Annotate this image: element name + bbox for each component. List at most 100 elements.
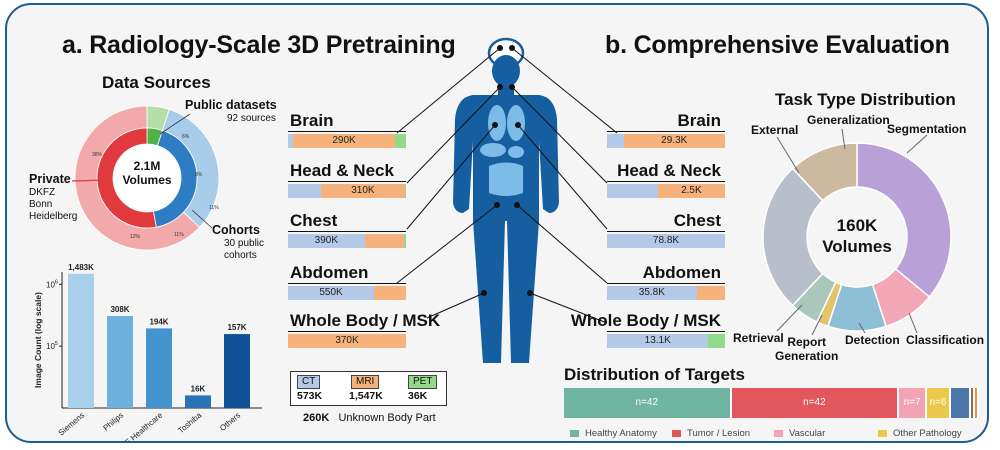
targets-legend-item: Inflammatory [774, 441, 844, 443]
task-distribution-heading: Task Type Distribution [775, 90, 956, 109]
task-label-retrieval: Retrieval [733, 331, 784, 345]
left-organ-label: Whole Body / MSK [290, 311, 441, 330]
bar-philips [107, 315, 133, 408]
private-sub-0: DKFZ [29, 187, 56, 198]
left-bar-value: 550K [319, 287, 343, 298]
targets-legend-item: Healthy Anatomy [570, 428, 657, 439]
bar-value-label: 16K [191, 384, 206, 393]
left-bar-value: 310K [351, 185, 375, 196]
intestine-shape [489, 162, 523, 196]
segment-pct-label: 11% [209, 205, 219, 211]
legend-swatch [570, 429, 579, 437]
right-organ-label: Whole Body / MSK [570, 311, 721, 330]
stomach-shape [508, 146, 524, 158]
right-bar-value: 13.1K [644, 335, 671, 346]
target-seg-healthy-anatomy: n=42 [564, 388, 732, 418]
right-seg-ct: 35.8K [607, 286, 697, 300]
legend-label: Healthy Anatomy [585, 428, 657, 439]
segment-pct-label: 11% [174, 232, 184, 238]
body-silhouette [453, 37, 559, 363]
leader-chest-right [517, 124, 608, 230]
targets-legend-item: Tumor / Lesion [672, 428, 750, 439]
targets-heading: Distribution of Targets [564, 365, 746, 384]
bar-value-label: 194K [149, 317, 168, 326]
right-bar-value: 2.5K [681, 185, 702, 196]
left-modality-bar: 370K [288, 334, 406, 348]
task-slice-generalization [791, 142, 858, 202]
right-modality-bar: 13.1K [607, 334, 725, 348]
targets-legend-item: Other Pathology [878, 428, 962, 439]
right-seg-pet [708, 334, 725, 348]
leader-generalization [841, 128, 846, 150]
leader-msk-right [529, 292, 608, 324]
task-label-external: External [751, 123, 799, 137]
sources-center-unit: Volumes [122, 173, 172, 187]
leader-msk-left [426, 292, 485, 319]
right-seg-ct [607, 184, 658, 198]
segment-pct-label: 38% [92, 152, 103, 158]
leader-chest-left [406, 124, 496, 230]
targets-legend-item: Vascular [774, 428, 825, 439]
task-slice-segmentation [856, 142, 952, 298]
task-label-generalization: Generalization [807, 113, 890, 127]
leader-lines [396, 47, 618, 324]
left-underline [288, 131, 406, 132]
right-underline [607, 131, 725, 132]
sources-center-text: 2.1M Volumes [112, 159, 182, 187]
leader-classification [908, 312, 918, 334]
unknown-label: Unknown Body Part [338, 412, 436, 424]
legend-ct-chip: CT [297, 375, 321, 389]
left-underline [288, 283, 406, 284]
left-underline [288, 231, 406, 232]
right-seg-ct: 13.1K [607, 334, 709, 348]
task-leader-lines [776, 128, 928, 336]
legend-label: Biology [585, 441, 616, 443]
sources-center-hole [114, 145, 180, 211]
left-leg-shape [473, 221, 505, 363]
left-seg-mri: 370K [288, 334, 406, 348]
target-seg-tumor-lesion: n=42 [731, 388, 900, 418]
left-organ-label: Brain [290, 111, 334, 130]
target-seg-other-pathology: n=6 [927, 388, 952, 418]
left-seg-mri: 310K [321, 184, 405, 198]
cohorts-annotation: Cohorts 30 public cohorts [212, 224, 264, 262]
left-seg-ct [288, 184, 322, 198]
cohorts-sub-1: cohorts [224, 250, 257, 261]
legend-label: Other Pathology [893, 428, 962, 439]
right-underline [607, 181, 725, 182]
left-seg-ct: 390K [288, 234, 365, 248]
x-tick-label: GE Healthcare [118, 410, 164, 443]
left-organ-label: Abdomen [290, 263, 369, 282]
legend-pet-value: 36K [408, 390, 428, 402]
right-underline [607, 231, 725, 232]
sources-center-value: 2.1M [133, 159, 161, 173]
right-bar-value: 35.8K [638, 287, 665, 298]
y-axis-label: Image Count (log scale) [33, 292, 43, 388]
task-center-text: 160K Volumes [807, 215, 907, 257]
bar-ge-healthcare [146, 328, 172, 408]
bar-value-label: 1,483K [68, 263, 94, 272]
left-seg-mri [364, 234, 404, 248]
head-shape [492, 55, 520, 87]
right-modality-bar: 35.8K [607, 286, 725, 300]
left-bar-value: 390K [314, 235, 339, 246]
left-seg-ct: 550K [288, 286, 375, 300]
torso-shape [453, 95, 559, 221]
public-pointer [159, 113, 191, 135]
left-seg-mri [374, 286, 406, 300]
legend-label: Inflammatory [789, 441, 844, 443]
task-slice-external [762, 167, 824, 307]
y-tick-exponent: 6 [55, 279, 58, 285]
left-underline [288, 181, 406, 182]
right-organ-label: Abdomen [642, 263, 721, 282]
bar-siemens [68, 273, 94, 408]
right-modality-bar: 29.3K [607, 134, 725, 148]
right-bar-value: 29.3K [661, 135, 688, 146]
leader-external [776, 136, 800, 174]
right-seg-mri [696, 286, 725, 300]
right-organ-label: Head & Neck [617, 161, 721, 180]
legend-swatch [774, 429, 783, 437]
right-underline [607, 331, 725, 332]
task-center-value: 160K [836, 216, 878, 235]
task-label-report-line2: Generation [775, 349, 839, 363]
